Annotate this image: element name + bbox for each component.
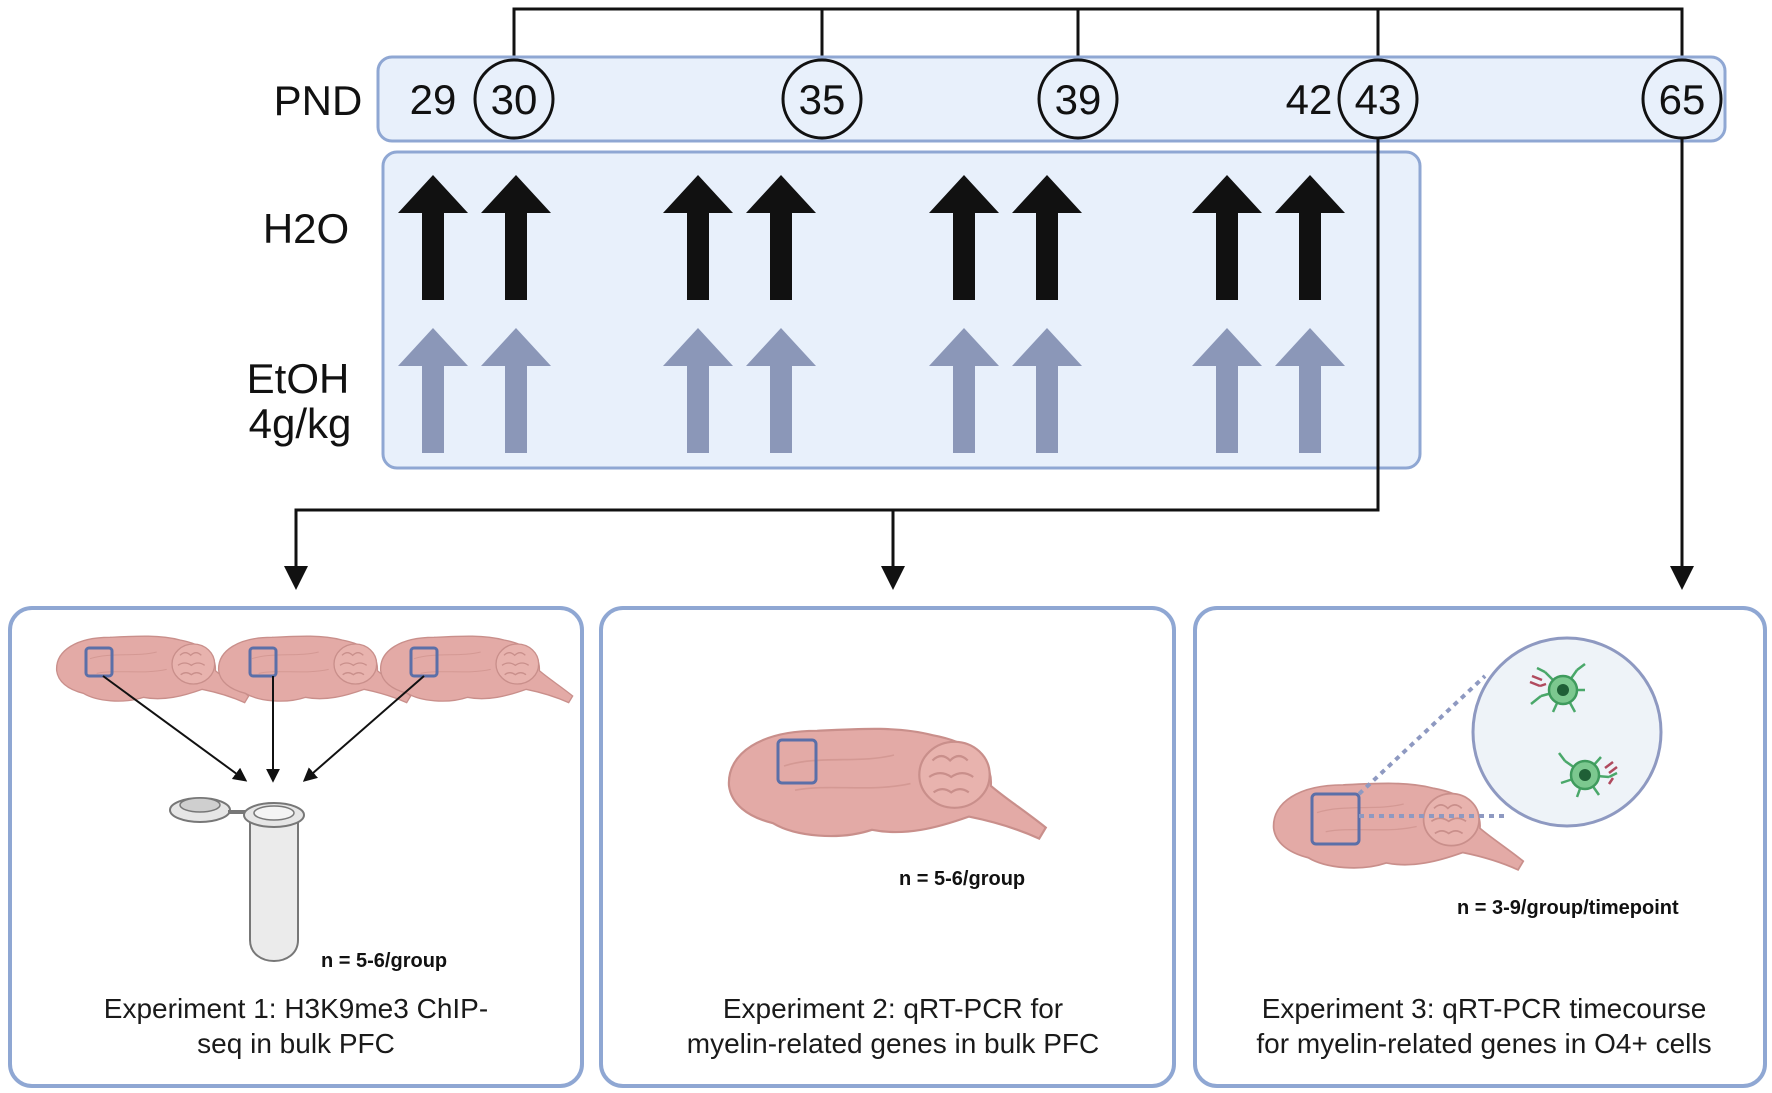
day-65: 65 [1659,76,1706,123]
day-39: 39 [1055,76,1102,123]
experiment-3-caption-line1: Experiment 3: qRT-PCR timecourse [1262,993,1707,1024]
treatment-panel [381,150,1422,470]
day-35: 35 [799,76,846,123]
pnd43-connector [284,136,1380,590]
experiment-2-caption-line2: myelin-related genes in bulk PFC [687,1028,1099,1059]
day-43-circle [1337,58,1419,140]
day-43: 43 [1355,76,1402,123]
experiment-2-caption-line1: Experiment 2: qRT-PCR for [723,993,1063,1024]
day-29: 29 [410,76,457,123]
pooling-arrows [102,675,425,783]
experiment-3-panel: n = 3-9/group/timepoint Experiment 3: qR… [1193,606,1767,1088]
oligodendrocyte-cell-icon [1530,663,1618,798]
day-30: 30 [491,76,538,123]
pfc-roi-box [1310,792,1361,846]
experiment-1-n: n = 5-6/group [321,950,447,972]
day-30-circle [473,58,555,140]
day-42: 42 [1286,76,1333,123]
experiment-1-panel: n = 5-6/group Experiment 1: H3K9me3 ChIP… [8,606,584,1088]
microcentrifuge-tube-icon [169,797,305,962]
antibody-icon [1529,674,1618,785]
experiment-1-caption-line1: Experiment 1: H3K9me3 ChIP- [104,993,488,1024]
experiment-3-n: n = 3-9/group/timepoint [1457,897,1679,919]
etoh-label-line1: EtOH [247,355,350,402]
zoom-lines [1357,674,1505,818]
day-markers: 29 30 35 39 42 43 65 [410,58,1723,140]
day-39-circle [1037,58,1119,140]
h2o-label: H2O [263,205,349,252]
experiment-3-caption-line2: for myelin-related genes in O4+ cells [1256,1028,1711,1059]
pfc-roi-box [84,646,114,678]
experiment-2-panel: n = 5-6/group Experiment 2: qRT-PCR for … [599,606,1176,1088]
pfc-roi-box [248,646,278,678]
day-65-circle [1641,58,1723,140]
magnified-view-circle [1471,636,1663,828]
day-35-circle [781,58,863,140]
experiment-1-caption-line2: seq in bulk PFC [197,1028,395,1059]
etoh-label-line2: 4g/kg [249,400,352,447]
experiment-2-n: n = 5-6/group [899,868,1025,890]
pfc-roi-box [776,738,818,785]
pnd-label: PND [274,77,363,124]
